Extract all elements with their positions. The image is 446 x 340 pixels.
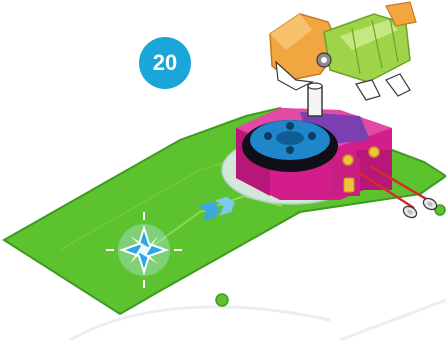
step-number-badge: 20 [139, 37, 191, 89]
bird-figure [270, 2, 416, 100]
gear-axle [308, 83, 322, 116]
background-arc [70, 307, 330, 340]
background-line [340, 300, 446, 340]
blue-gear [242, 120, 338, 172]
step-number-text: 20 [153, 50, 177, 76]
pin-1 [401, 204, 418, 220]
